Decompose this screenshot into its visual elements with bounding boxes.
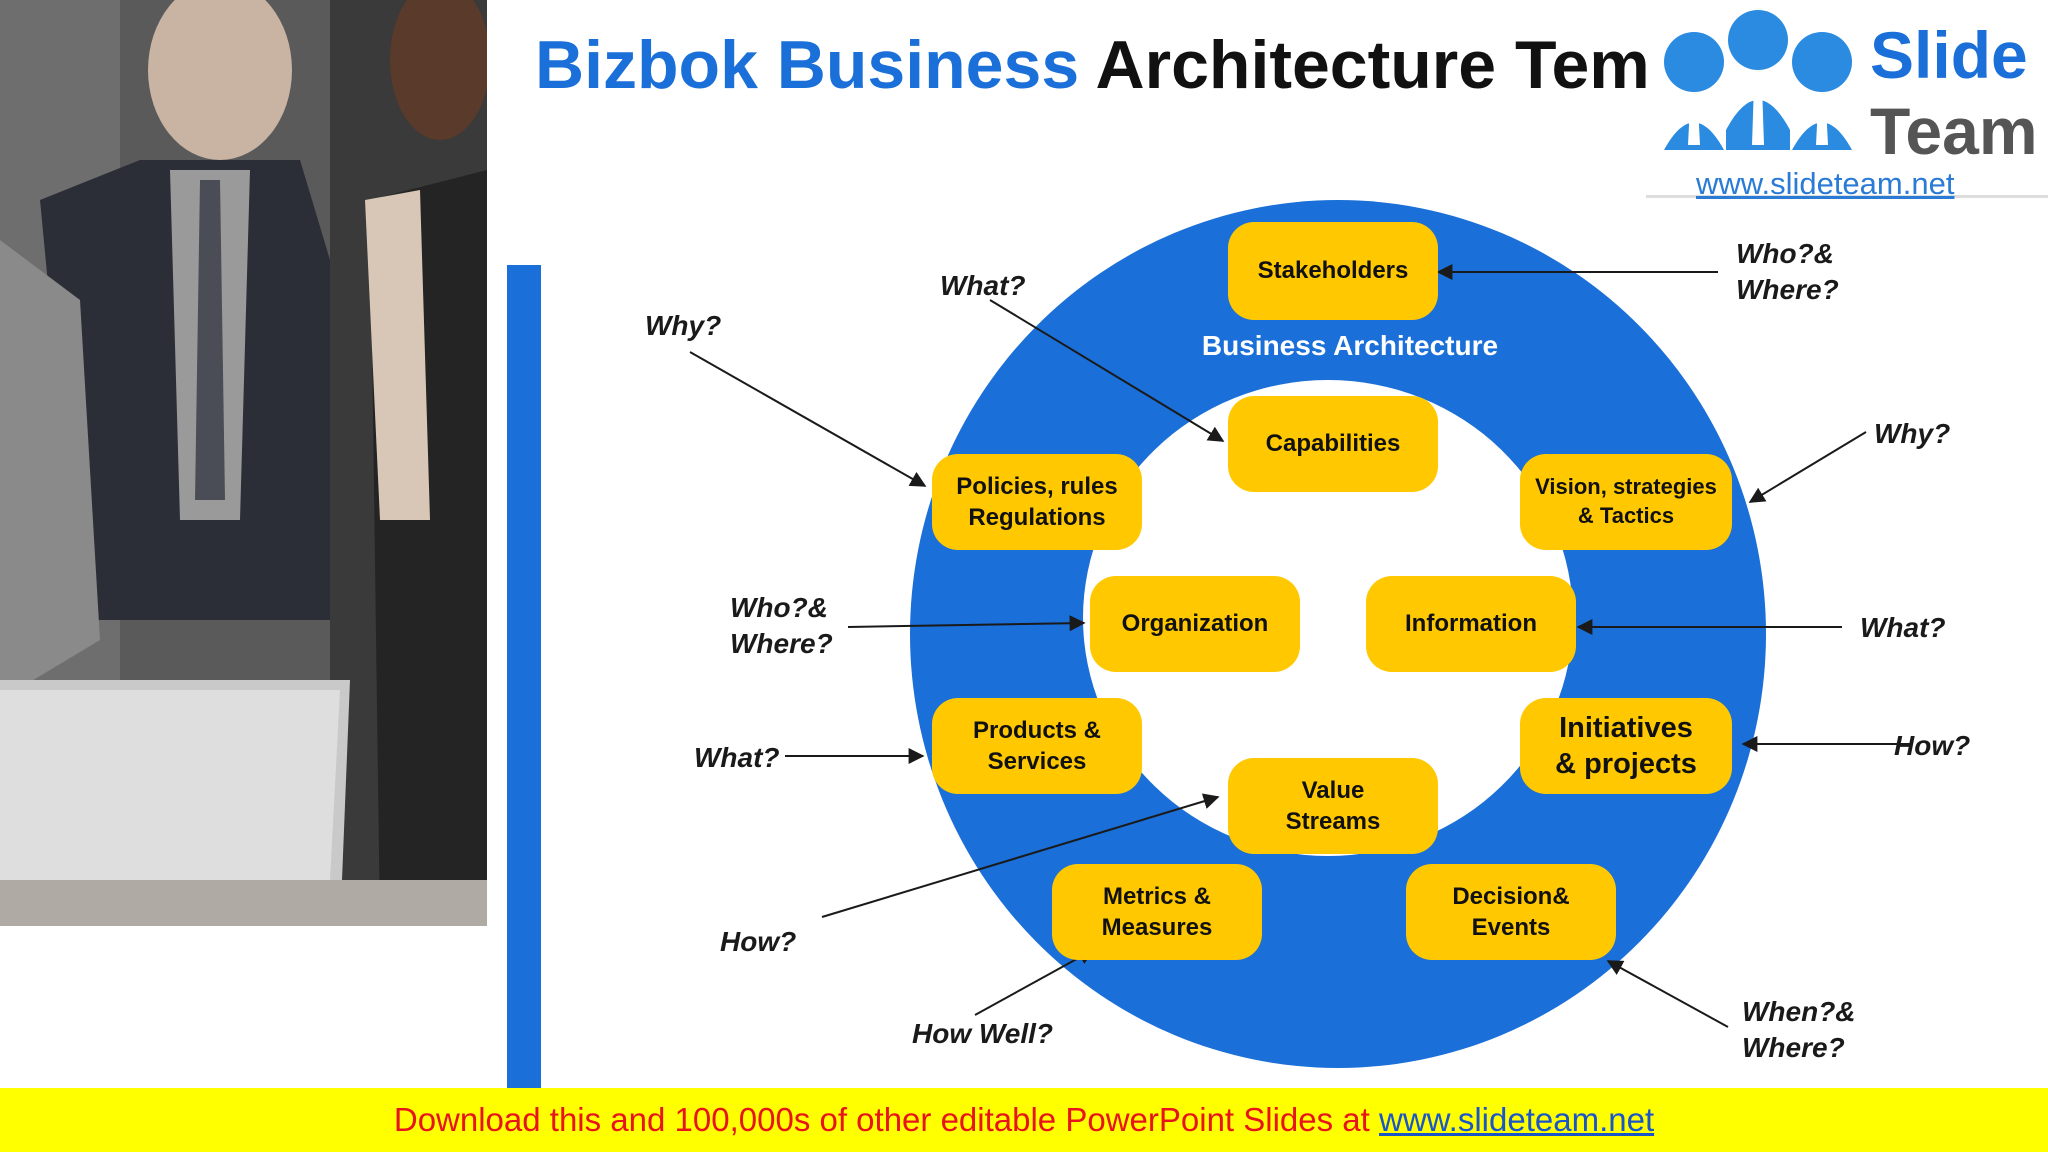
node-label: Organization [1121,610,1269,638]
footer-link[interactable]: www.slideteam.net [1379,1101,1655,1138]
node-label: Value Streams [1285,776,1381,835]
node-stakeholders[interactable]: Stakeholders [1228,222,1438,320]
arrow-how-value [821,793,1220,918]
question-what-information: What? [1860,612,1946,643]
accent-bar [507,265,541,1088]
node-label: Capabilities [1265,430,1401,458]
node-metrics[interactable]: Metrics & Measures [1052,864,1262,960]
node-initiatives[interactable]: Initiatives & projects [1520,698,1732,794]
arrow-what-capabilities [989,299,1225,442]
arrow-why-vision [1748,431,1867,503]
question-what-capabilities: What? [940,270,1026,301]
node-label: Decision& Events [1452,882,1570,941]
question-howwell-metrics: How Well? [912,1018,1054,1049]
download-footer-banner: Download this and 100,000s of other edit… [0,1088,2048,1152]
node-capabilities[interactable]: Capabilities [1228,396,1438,492]
slideteam-logo[interactable]: Slide Team www.slideteam.net [1646,0,2048,201]
arrow-howwell-metrics [974,949,1095,1016]
node-value-streams[interactable]: Value Streams [1228,758,1438,854]
arrow-why-policies [689,351,927,487]
question-who-organization: Who?& Where? [730,592,833,659]
title-part-blue: Bizbok Business [535,27,1080,103]
node-label: Metrics & Measures [1101,882,1213,941]
ring-label: Business Architecture [1201,330,1499,361]
footer-text: Download this and 100,000s of other edit… [393,1101,1379,1138]
question-who-stakeholders: Who?& Where? [1736,238,1839,305]
node-organization[interactable]: Organization [1090,576,1300,672]
arrow-when-decision [1606,960,1729,1028]
node-label: Initiatives & projects [1555,711,1697,780]
node-label: Policies, rules Regulations [956,472,1118,531]
slide-title: Bizbok Business Architecture Tem [535,26,1650,104]
logo-brand-team: Team [1870,94,2038,168]
title-part-black: Architecture Tem [1095,27,1650,103]
people-icon [1646,10,2048,198]
node-label: Stakeholders [1257,257,1409,285]
question-how-initiatives: How? [1894,730,1971,761]
node-information[interactable]: Information [1366,576,1576,672]
node-policies[interactable]: Policies, rules Regulations [932,454,1142,550]
question-when-decision: When?& Where? [1742,996,1856,1063]
question-how-value: How? [720,926,797,957]
question-why-vision: Why? [1874,418,1951,449]
office-photo [0,0,487,926]
node-label: Products & Services [972,716,1101,775]
node-label: Vision, strategies & Tactics [1535,474,1717,528]
node-vision[interactable]: Vision, strategies & Tactics [1520,454,1732,550]
logo-brand-slide: Slide [1870,18,2028,92]
logo-url-link[interactable]: www.slideteam.net [1696,166,1955,201]
node-products[interactable]: Products & Services [932,698,1142,794]
node-decision[interactable]: Decision& Events [1406,864,1616,960]
question-what-products: What? [694,742,780,773]
question-why-policies: Why? [645,310,722,341]
node-label: Information [1405,610,1537,638]
arrow-who-organization [847,615,1086,632]
inner-circle [1083,380,1573,856]
